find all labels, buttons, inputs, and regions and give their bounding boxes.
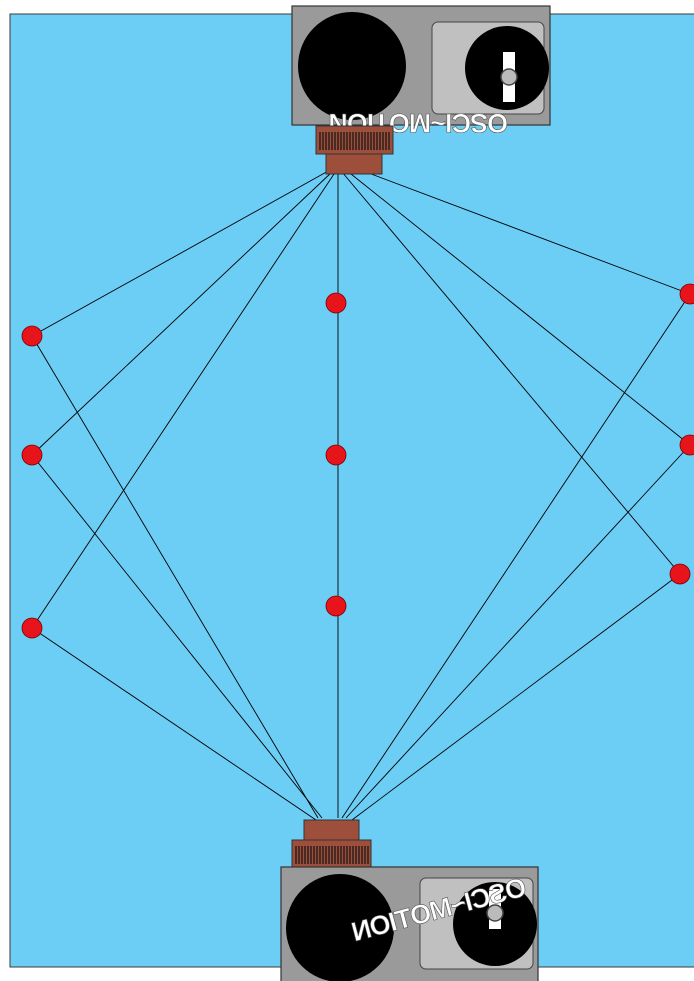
bottom-connector-plug (304, 820, 359, 840)
red-node (22, 326, 42, 346)
top-knob (501, 69, 517, 85)
red-node (22, 445, 42, 465)
red-node (326, 596, 346, 616)
red-node (326, 293, 346, 313)
top-connector-grille (316, 126, 393, 154)
red-node (670, 564, 690, 584)
red-node (326, 445, 346, 465)
top-connector-plug (326, 154, 382, 174)
top-large-disc (298, 12, 406, 120)
red-node (22, 618, 42, 638)
